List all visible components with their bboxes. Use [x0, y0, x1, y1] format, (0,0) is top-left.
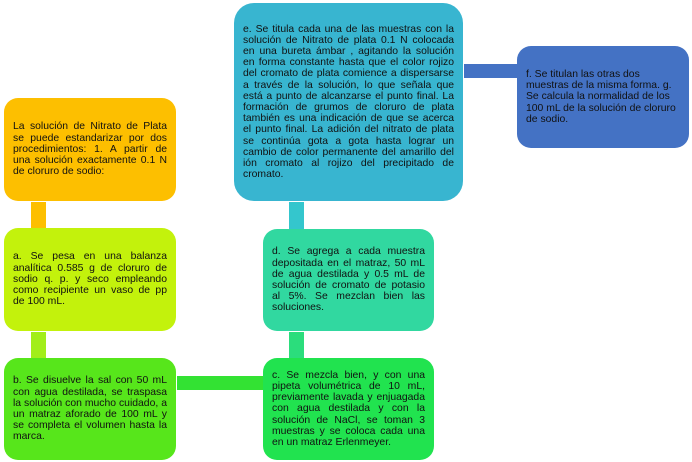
- node-step-e-text: e. Se titula cada una de las muestras co…: [243, 23, 454, 181]
- node-step-f: f. Se titulan las otras dos muestras de …: [517, 46, 689, 148]
- node-intro: La solución de Nitrato de Plata se puede…: [4, 98, 176, 201]
- connector-e-to-f: [464, 64, 517, 78]
- node-step-b: b. Se disuelve la sal con 50 mL con agua…: [4, 358, 176, 460]
- node-step-b-text: b. Se disuelve la sal con 50 mL con agua…: [13, 375, 167, 443]
- node-step-d: d. Se agrega a cada muestra depositada e…: [263, 229, 434, 331]
- node-step-c: c. Se mezcla bien, y con una pipeta volu…: [263, 358, 434, 460]
- node-step-d-text: d. Se agrega a cada muestra depositada e…: [272, 246, 425, 314]
- node-intro-text: La solución de Nitrato de Plata se puede…: [13, 121, 167, 178]
- connector-d-to-e: [289, 202, 304, 229]
- connector-c-to-d: [289, 332, 304, 358]
- node-step-c-text: c. Se mezcla bien, y con una pipeta volu…: [272, 369, 425, 448]
- node-step-e: e. Se titula cada una de las muestras co…: [234, 3, 463, 201]
- connector-intro-to-a: [31, 202, 46, 228]
- node-step-a: a. Se pesa en una balanza analítica 0.58…: [4, 228, 176, 331]
- node-step-a-text: a. Se pesa en una balanza analítica 0.58…: [13, 251, 167, 308]
- connector-b-to-c: [177, 376, 263, 390]
- connector-a-to-b: [31, 332, 46, 358]
- node-step-f-text: f. Se titulan las otras dos muestras de …: [526, 68, 676, 125]
